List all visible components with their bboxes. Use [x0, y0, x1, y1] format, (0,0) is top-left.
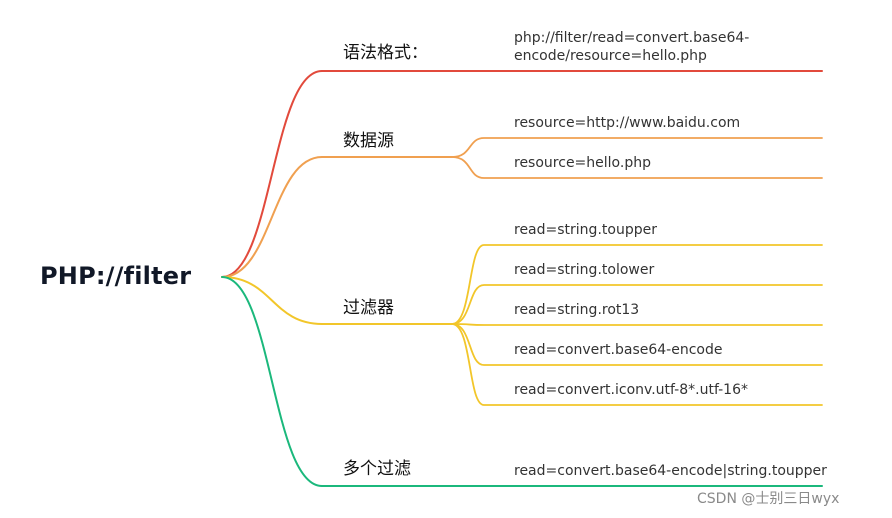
leaf-resource-file: resource=hello.php [514, 155, 651, 171]
watermark-text: CSDN @士别三日wyx [697, 491, 840, 507]
branch-filter-label: 过滤器 [343, 298, 394, 318]
connector-root-to-branch-0 [221, 70, 323, 278]
leaf-filter-rot13: read=string.rot13 [514, 302, 640, 318]
leaf-filter-toupper: read=string.toupper [514, 222, 657, 238]
connector-root-to-branch-1 [221, 156, 323, 278]
leaf-multi-filter: read=convert.base64-encode|string.touppe… [514, 463, 827, 479]
branch-datasource-label: 数据源 [343, 131, 394, 151]
leaf-syntax-format: php://filter/read=convert.base64-encode/… [514, 30, 750, 64]
leaf-connector-2-2 [451, 323, 823, 326]
leaf-filter-base64: read=convert.base64-encode [514, 342, 723, 358]
leaf-resource-http: resource=http://www.baidu.com [514, 115, 741, 131]
leaf-connector-2-1 [451, 284, 823, 325]
connector-root-to-branch-3 [221, 276, 323, 487]
root-node-label: PHP://filter [40, 262, 192, 290]
leaf-connector-2-4 [451, 323, 823, 406]
leaf-connector-2-3 [451, 323, 823, 366]
connector-root-to-branch-2 [221, 276, 323, 325]
branch-multi-filter-label: 多个过滤 [343, 459, 411, 479]
leaf-connector-2-0 [451, 244, 823, 325]
leaf-connector-1-1 [451, 156, 823, 179]
branch-syntax-label: 语法格式： [343, 43, 428, 63]
leaf-filter-iconv: read=convert.iconv.utf-8*.utf-16* [514, 382, 748, 398]
leaf-filter-tolower: read=string.tolower [514, 262, 655, 278]
leaf-connector-1-0 [451, 137, 823, 158]
